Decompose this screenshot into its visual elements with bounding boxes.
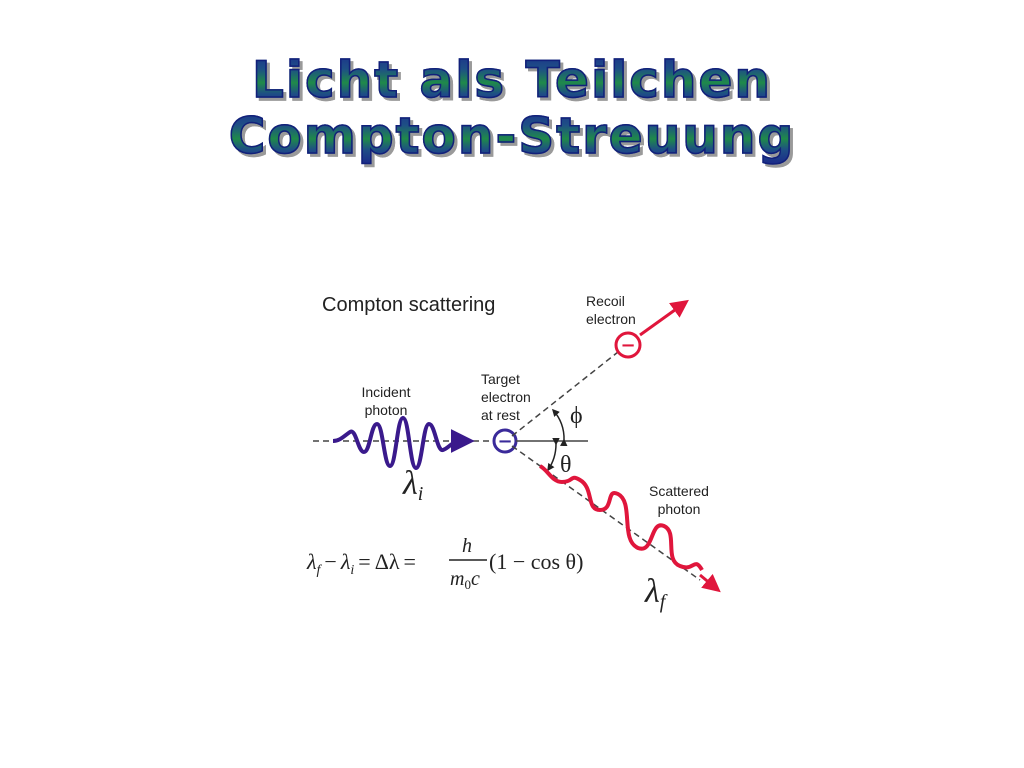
scattered-photon-wave — [538, 464, 704, 572]
scattered-path-line — [511, 445, 701, 581]
compton-formula: λf−λi=Δλ= h m0c (1 − cos θ) — [306, 535, 583, 592]
incident-label-2: photon — [365, 402, 408, 418]
scattered-arrow — [699, 573, 721, 593]
svg-text:m0c: m0c — [450, 568, 480, 592]
formula-numerator: h — [462, 535, 472, 557]
recoil-label-1: Recoil — [586, 293, 625, 309]
recoil-arrow — [639, 299, 689, 337]
lambda-i-symbol: λi — [402, 465, 423, 505]
recoil-label-2: electron — [586, 311, 636, 327]
formula-lambda-f: λ — [306, 549, 317, 574]
phi-symbol: ϕ — [570, 403, 583, 429]
target-electron-sign: − — [497, 431, 512, 452]
diagram-heading: Compton scattering — [322, 294, 495, 316]
target-label-1: Target — [481, 371, 520, 387]
formula-paren: (1 − cos θ) — [489, 549, 583, 574]
recoil-electron-sign: − — [620, 335, 635, 356]
lambda-f-symbol: λf — [644, 573, 668, 613]
slide-title: Licht als Teilchen Compton-Streuung — [0, 51, 1024, 165]
theta-symbol: θ — [560, 452, 572, 478]
recoil-path-line — [511, 351, 619, 437]
svg-text:λf−λi=Δλ=: λf−λi=Δλ= — [306, 549, 416, 578]
theta-angle-arc — [547, 437, 560, 472]
incident-photon-wave — [332, 415, 463, 471]
title-line-2: Compton-Streuung — [0, 107, 1024, 165]
recoil-electron — [614, 331, 642, 359]
phi-angle-arc — [551, 408, 568, 447]
scattered-label-2: photon — [658, 501, 701, 517]
incident-label-1: Incident — [361, 384, 410, 400]
target-label-3: at rest — [481, 407, 520, 423]
scattered-label-1: Scattered — [649, 483, 709, 499]
title-line-1: Licht als Teilchen — [0, 51, 1024, 109]
target-label-2: electron — [481, 389, 531, 405]
